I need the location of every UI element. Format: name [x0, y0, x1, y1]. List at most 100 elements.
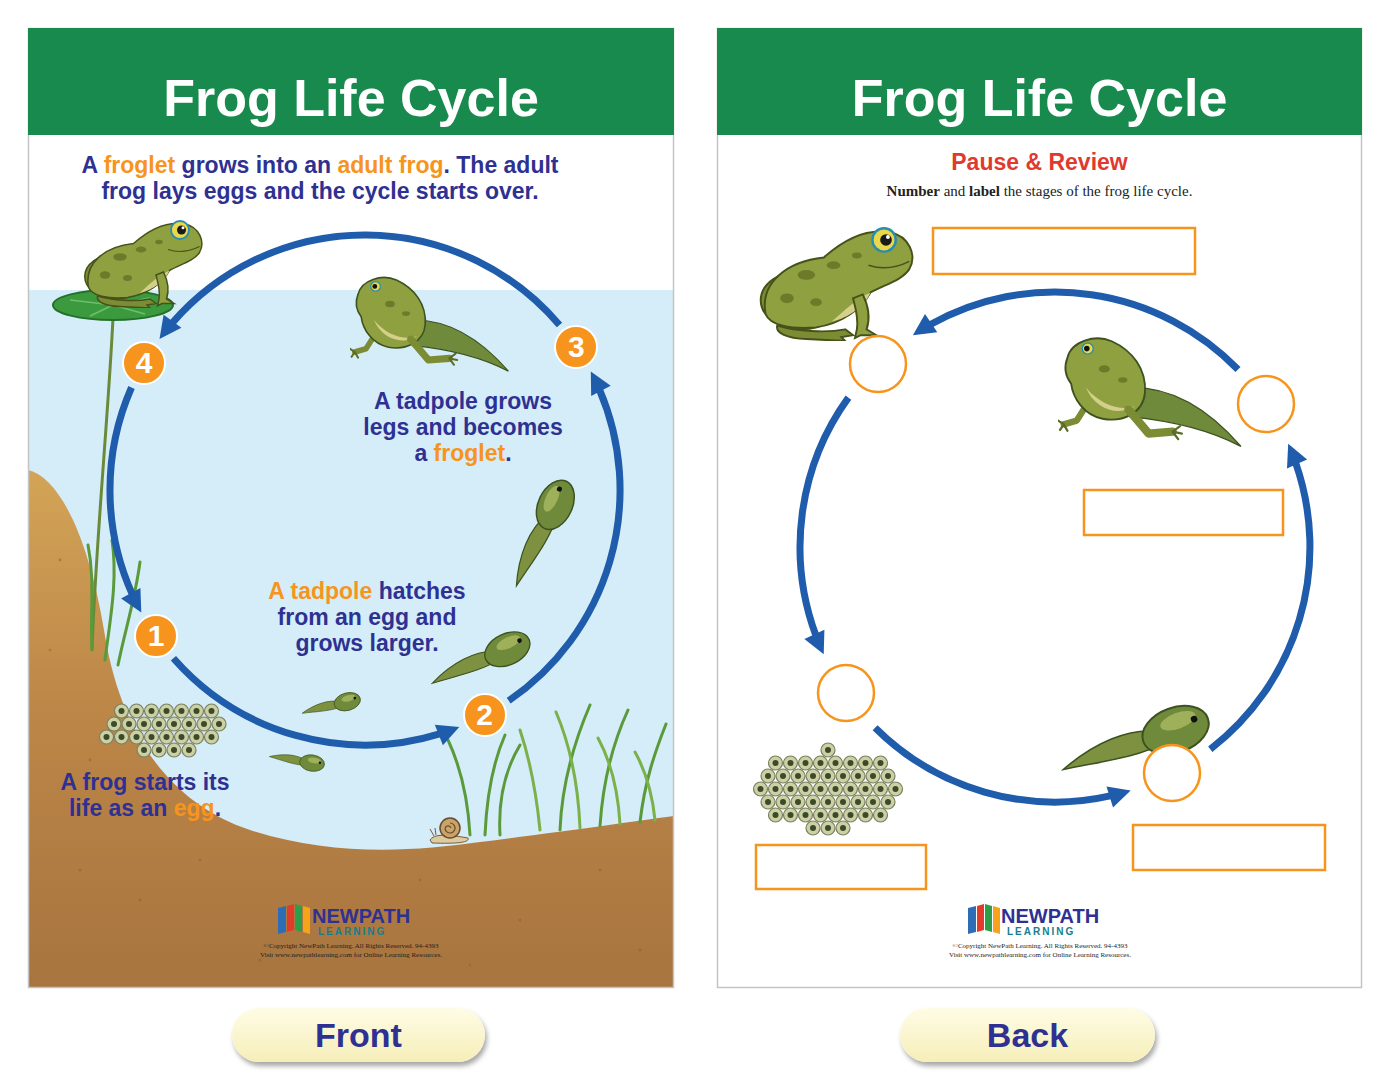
- flash-card-back: Pause & ReviewNumber and label the stage…: [717, 28, 1362, 988]
- callout-number: 3: [568, 332, 585, 362]
- pond-grass-part: [556, 712, 580, 828]
- frog-egg: [806, 795, 820, 809]
- answer-circle-part: [1144, 745, 1200, 801]
- egg-embryo: [795, 773, 801, 779]
- egg-embryo: [773, 760, 779, 766]
- cycle-arrow: [173, 658, 459, 745]
- callout-number-circle: 4: [122, 341, 166, 385]
- logo-icon-part: [295, 904, 302, 932]
- egg-embryo: [758, 786, 764, 792]
- answer-box-part: [1133, 825, 1325, 870]
- highlighted-word: adult frog: [337, 152, 443, 178]
- egg-embryo: [119, 708, 125, 714]
- copyright-note: Visit www.newpathlearning.com for Online…: [201, 951, 501, 960]
- stage-description: A tadpole grows legs and becomes a frogl…: [357, 388, 569, 466]
- frog-egg: [182, 717, 196, 731]
- egg-embryo: [855, 799, 861, 805]
- callout-number: 2: [476, 700, 493, 730]
- frog-egg: [130, 704, 144, 718]
- egg-embryo: [780, 773, 786, 779]
- pond-bank: [28, 470, 674, 988]
- answer-box-part: [933, 228, 1195, 274]
- frog-egg: [107, 717, 121, 731]
- egg-embryo: [818, 760, 824, 766]
- egg-embryo: [773, 786, 779, 792]
- callout-number-circle: 3: [554, 325, 598, 369]
- frog-egg: [799, 782, 813, 796]
- egg-embryo: [863, 760, 869, 766]
- frog-egg: [791, 769, 805, 783]
- egg-embryo: [780, 799, 786, 805]
- card-border: [718, 29, 1362, 988]
- answer-circle-part: [850, 336, 906, 392]
- egg-embryo: [164, 734, 170, 740]
- egg-embryo: [848, 786, 854, 792]
- soil-speckles-part: [199, 859, 201, 861]
- callout-number: 1: [148, 621, 165, 651]
- stage-description: A tadpole hatches from an egg and grows …: [257, 578, 477, 656]
- arrow-head: [913, 314, 937, 335]
- frog-egg: [784, 808, 798, 822]
- frog-egg: [874, 782, 888, 796]
- frog-egg: [806, 769, 820, 783]
- frog-egg: [175, 730, 189, 744]
- egg-embryo: [201, 721, 207, 727]
- egg-embryo: [878, 760, 884, 766]
- cycle-arrow: [875, 728, 1131, 808]
- frog-egg: [769, 808, 783, 822]
- cycle-arrow: [800, 398, 848, 655]
- egg-embryo: [186, 721, 192, 727]
- frog-egg: [115, 704, 129, 718]
- soil-speckles-part: [59, 559, 62, 562]
- card-border: [29, 29, 674, 988]
- frog-egg: [836, 821, 850, 835]
- frog-egg: [829, 756, 843, 770]
- tadpole-small: [300, 690, 362, 722]
- egg-embryo: [863, 812, 869, 818]
- soil-speckles-part: [79, 869, 82, 872]
- frog-egg: [814, 808, 828, 822]
- egg-embryo: [119, 734, 125, 740]
- logo-icon-part: [287, 904, 294, 932]
- highlighted-word: Number: [887, 183, 940, 199]
- frog-egg: [806, 821, 820, 835]
- answer-box-part: [1084, 490, 1283, 535]
- snail-part: [445, 823, 455, 833]
- egg-embryo: [810, 773, 816, 779]
- froglet: [350, 278, 508, 372]
- egg-embryo: [825, 747, 831, 753]
- callout-number-circle: 1: [134, 614, 178, 658]
- frog-egg: [175, 704, 189, 718]
- egg-embryo: [885, 799, 891, 805]
- egg-embryo: [818, 812, 824, 818]
- frog-egg: [844, 782, 858, 796]
- frog-egg: [754, 782, 768, 796]
- pond-grass-part: [560, 705, 590, 830]
- soil-speckles-part: [419, 879, 422, 882]
- pond-grass-part: [635, 752, 655, 820]
- frog-egg: [137, 743, 151, 757]
- arrow-head: [121, 588, 141, 613]
- arrow-line: [875, 728, 1111, 802]
- logo-icon-part: [985, 904, 992, 932]
- egg-embryo: [825, 773, 831, 779]
- tadpole-large: [502, 474, 582, 594]
- frog-egg: [167, 743, 181, 757]
- frog-egg: [866, 795, 880, 809]
- logo-subline: LEARNING: [318, 926, 386, 938]
- froglet: [1058, 338, 1241, 446]
- side-label: Back: [987, 1018, 1068, 1052]
- frog-egg: [821, 743, 835, 757]
- frog-egg: [791, 795, 805, 809]
- frog-egg: [859, 808, 873, 822]
- logo-icon-part: [977, 904, 984, 932]
- frog-egg: [881, 769, 895, 783]
- stage-description: A froglet grows into an adult frog. The …: [70, 152, 570, 204]
- snail-part: [440, 818, 460, 838]
- review-heading: Pause & Review: [717, 148, 1362, 176]
- egg-embryo: [134, 734, 140, 740]
- frog-egg: [866, 769, 880, 783]
- soil-speckles-part: [639, 949, 642, 952]
- front-card-art: [28, 28, 674, 988]
